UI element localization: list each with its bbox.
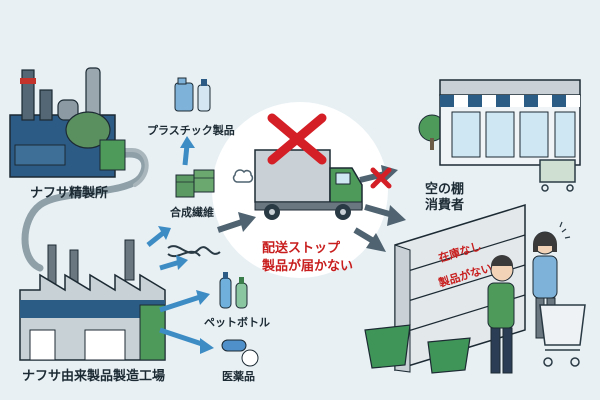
exhaust-cloud-icon	[232, 169, 254, 183]
pet-bottles-icon	[219, 272, 248, 309]
plastic-containers-icon	[174, 77, 211, 112]
empty-shelf-label: 空の棚	[425, 181, 464, 197]
delivery-truck-icon	[254, 149, 363, 220]
consumers-label: 消費者	[425, 197, 464, 213]
stop-text-line2: 製品が届かない	[261, 258, 353, 274]
shopping-cart-2-icon	[539, 304, 586, 367]
factory-label: ナフサ由来製品製造工場	[22, 368, 165, 384]
striped-awning	[440, 95, 580, 107]
red-cross-icon	[267, 113, 327, 165]
shopping-cart-icon	[539, 159, 576, 192]
fiber-spools-icon	[175, 169, 215, 198]
delivery-arrows	[217, 165, 406, 252]
medicine-pills-icon	[221, 339, 259, 367]
fiber-rope-icon	[167, 245, 221, 257]
tree-icon	[418, 114, 446, 150]
convenience-store-icon	[439, 79, 581, 166]
pet-label: ペットボトル	[204, 315, 270, 329]
plastic-label: プラスチック製品	[147, 123, 235, 137]
consumer-man-icon	[487, 255, 515, 374]
stop-text-line1: 配送ストップ	[262, 240, 341, 256]
pipeline	[21, 148, 149, 272]
refinery-icon	[9, 67, 126, 178]
small-red-cross-icon	[370, 167, 392, 189]
factory-icon	[19, 239, 166, 361]
shopping-basket-icon	[364, 324, 471, 374]
product-flow-arrows	[146, 136, 214, 354]
fiber-label: 合成繊維	[170, 205, 214, 219]
medicine-label: 医薬品	[222, 369, 255, 383]
refinery-label: ナフサ精製所	[30, 185, 108, 201]
